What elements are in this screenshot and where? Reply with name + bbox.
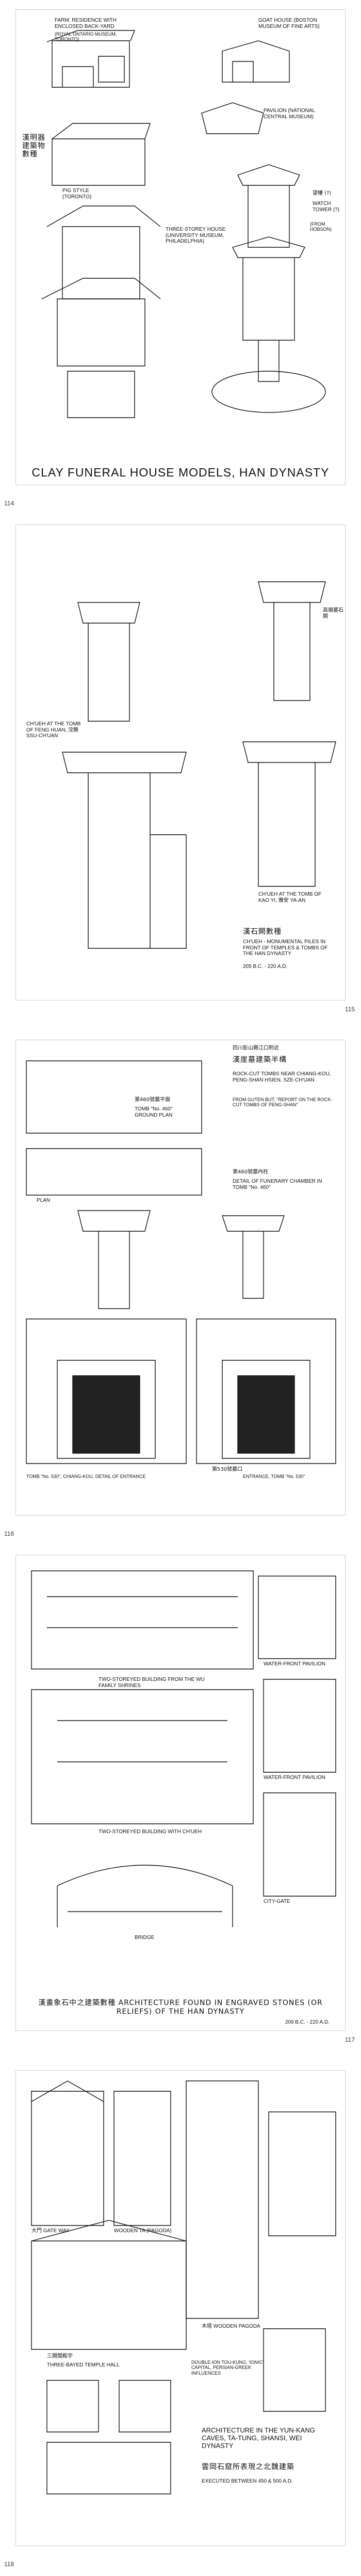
kao-yi-chueh-label: CH'UEH AT THE TOMB OF KAO YI, 雅安 YA-AN (258, 892, 322, 903)
tomb-530-entrance-label: ENTRANCE, TOMB "No. 530" (243, 1474, 305, 1479)
han-chueh-illustration (62, 581, 336, 949)
page-115: CH'UEH AT THE TOMB OF FENG HUAN, 洨縣 SSU-… (0, 515, 361, 1030)
plan-label: PLAN (37, 1198, 51, 1203)
goat-house-label: GOAT HOUSE (BOSTON MUSEUM OF FINE ARTS) (258, 18, 320, 29)
page-114: FARM: RESIDENCE WITH ENCLOSED BACK-YARD … (0, 0, 361, 515)
page-number: 117 (344, 2036, 355, 2043)
page-title: 雲岡石窟所表現之北魏建築 (202, 2463, 294, 2471)
page-117: TWO-STOREYED BUILDING FROM THE WU FAMILY… (0, 1546, 361, 2061)
temple-hall-label: THREE-BAYED TEMPLE HALL (47, 2362, 120, 2368)
farm-residence-label: FARM: RESIDENCE WITH ENCLOSED BACK-YARD (55, 18, 117, 29)
temple-hall-chinese-label: 三開間殿宇 (47, 2354, 73, 2359)
pig-style-label: PIG STYLE (TORONTO) (62, 188, 92, 200)
gateway-label: 大門 GATE WAY (31, 2228, 70, 2234)
page-number: 114 (4, 500, 14, 507)
drawing-sheet: CH'UEH AT THE TOMB OF FENG HUAN, 洨縣 SSU-… (15, 524, 346, 1000)
page-116: 四川彭山縣江口附近 漢崖墓建築半構 ROCK-CUT TOMBS NEAR CH… (0, 1030, 361, 1546)
clay-house-models-illustration (41, 30, 326, 418)
three-storey-house-label: THREE-STOREY HOUSE (UNIVERSITY MUSEUM, P… (166, 227, 226, 244)
page-title: 漢畫象石中之建築數種 ARCHITECTURE FOUND IN ENGRAVE… (38, 1999, 323, 2016)
tomb-460-plan-label: TOMB "No. 460" GROUND PLAN (135, 1106, 173, 1118)
tou-kung-label: DOUBLE-ION TOU-KUNG, 'IONIC' CAPITAL, PE… (191, 2360, 264, 2376)
han-engraved-stones-illustration (31, 1570, 336, 1927)
watch-tower-label: WATCH TOWER (?) (313, 201, 340, 213)
feng-huan-chueh-label: CH'UEH AT THE TOMB OF FENG HUAN, 洨縣 SSU-… (26, 721, 81, 739)
drawing-sheet: 大門 GATE WAY WOODEN TA (PAGODA) 三開間殿宇 THR… (15, 2070, 346, 2546)
watch-tower-source-label: (FROM HOBSON) (310, 221, 332, 232)
city-gate-label: CITY-GATE (264, 1899, 290, 1904)
han-models-chinese-label: 漢明器建築物數種 (22, 134, 45, 159)
rock-cut-tombs-label: ROCK-CUT TOMBS NEAR CHIANG-KOU, PENG-SHA… (233, 1071, 331, 1083)
page-number: 115 (344, 1006, 355, 1013)
water-front-pavilion-label: WATER-FRONT PAVILION (264, 1661, 326, 1667)
peng-shan-chinese-label: 四川彭山縣江口附近 (233, 1045, 279, 1051)
tomb-530-detail-label: TOMB "No. 530", CHIANG-KOU, DETAIL OF EN… (26, 1474, 146, 1479)
chueh-dates-label: 205 B.C. - 220 A.D. (243, 964, 288, 969)
drawing-sheet: FARM: RESIDENCE WITH ENCLOSED BACK-YARD … (15, 9, 346, 485)
pavilion-label: PAVILION (NATIONAL CENTRAL MUSEUM) (264, 108, 315, 120)
drawing-sheet: 四川彭山縣江口附近 漢崖墓建築半構 ROCK-CUT TOMBS NEAR CH… (15, 1040, 346, 1516)
han-chueh-title: 漢石闕數種 (243, 928, 282, 936)
water-front-pavilion-2-label: WATER-FRONT PAVILION (264, 1775, 326, 1780)
yun-kang-architecture-label: ARCHITECTURE IN THE YUN-KANG CAVES, TA-T… (202, 2426, 315, 2450)
farm-museum-label: (ROYAL ONTARIO MUSEUM, TORONTO) (55, 31, 117, 42)
rock-cut-tombs-illustration (26, 1060, 336, 1464)
dates-label: 206 B.C. - 220 A.D. (285, 2019, 330, 2025)
wooden-ta-label: WOODEN TA (PAGODA) (114, 2228, 172, 2234)
watch-tower-chinese-label: 望樓 (?) (313, 190, 332, 196)
bridge-label: BRIDGE (135, 1935, 155, 1941)
execution-dates-label: EXECUTED BETWEEN 450 & 500 A.D. (202, 2478, 293, 2484)
page-number: 118 (4, 2561, 14, 2568)
report-source-label: FROM GUTEN BUT, "REPORT ON THE ROCK-CUT … (233, 1097, 333, 1108)
tomb-460-plan-chinese-label: 第460號墓平面 (135, 1097, 171, 1103)
tomb-460-detail-label: DETAIL OF FUNERARY CHAMBER IN TOMB "No. … (233, 1179, 322, 1190)
two-storey-wu-label: TWO-STOREYED BUILDING FROM THE WU FAMILY… (99, 1677, 205, 1689)
tomb-530-chinese-label: 第530號墓口 (212, 1467, 243, 1472)
rock-tomb-chinese-title: 漢崖墓建築半構 (233, 1056, 287, 1064)
page-118: 大門 GATE WAY WOODEN TA (PAGODA) 三開間殿宇 THR… (0, 2061, 361, 2576)
two-storey-chueh-label: TWO-STOREYED BUILDING WITH CH'UEH (99, 1829, 202, 1835)
wooden-pagoda-label: 木塔 WOODEN PAGODA (202, 2324, 260, 2329)
page-number: 116 (4, 1530, 14, 1537)
yun-kang-caves-illustration (31, 2080, 336, 2494)
kao-yi-chinese-label: 高頤墓石闕 (323, 608, 343, 619)
drawing-sheet: TWO-STOREYED BUILDING FROM THE WU FAMILY… (15, 1555, 346, 2031)
tomb-460-column-chinese-label: 第460號墓內柱 (233, 1169, 269, 1175)
page-title: CLAY FUNERAL HOUSE MODELS, HAN DYNASTY (31, 466, 330, 479)
chueh-description-label: CH'UEH - MONUMENTAL PILES IN FRONT OF TE… (243, 939, 328, 957)
